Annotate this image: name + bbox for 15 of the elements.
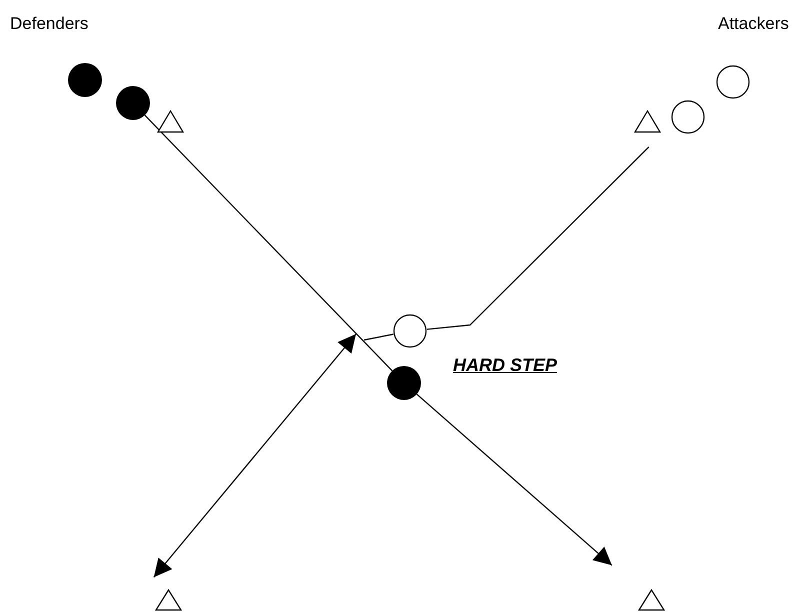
attacker-marker <box>716 65 750 99</box>
action-label: HARD STEP <box>453 356 558 376</box>
defender-marker <box>387 366 421 400</box>
cone-marker <box>634 110 661 133</box>
defender-marker <box>116 86 150 120</box>
defender-marker <box>68 63 102 97</box>
cone-marker <box>638 589 665 611</box>
team-label: Defenders <box>10 15 88 34</box>
team-label: Attackers <box>718 15 789 34</box>
cone-marker <box>155 589 182 611</box>
attacker-marker <box>393 314 427 348</box>
attacker-marker <box>671 100 705 134</box>
arrow <box>416 394 612 566</box>
arrow <box>153 334 356 578</box>
cone-marker <box>157 110 184 133</box>
